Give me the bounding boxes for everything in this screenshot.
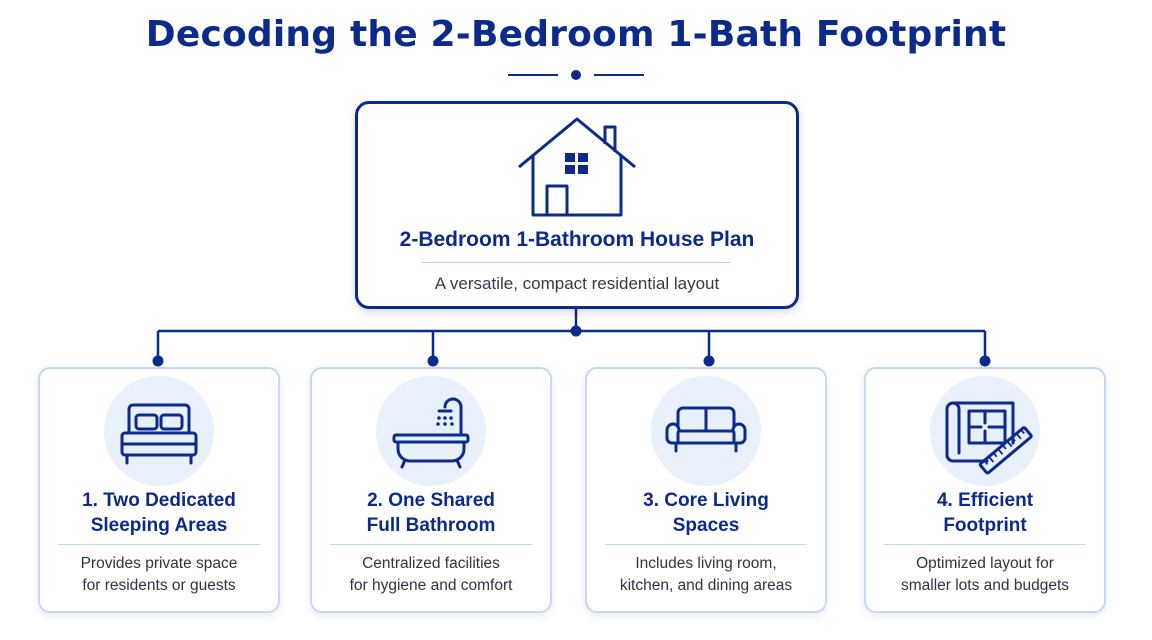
card-description: Includes living room, kitchen, and dinin…: [619, 555, 793, 594]
card-title: 2. One Shared Full Bathroom: [366, 490, 496, 536]
card-divider: [605, 544, 807, 545]
card-title: 1. Two Dedicated Sleeping Areas: [82, 490, 236, 536]
icon-circle: [376, 376, 486, 486]
page-title: Decoding the 2-Bedroom 1-Bath Footprint: [145, 14, 1007, 55]
card-living-spaces: 3. Core Living Spaces Includes living ro…: [585, 367, 827, 613]
card-full-bathroom: 2. One Shared Full Bathroom Centralized …: [310, 367, 552, 613]
card-efficient-footprint: 4. Efficient Footprint Optimized layout …: [864, 367, 1106, 613]
card-title: 3. Core Living Spaces: [643, 490, 769, 536]
main-concept-box: 2-Bedroom 1-Bathroom House Plan A versat…: [355, 101, 799, 309]
main-title: 2-Bedroom 1-Bathroom House Plan: [399, 228, 755, 251]
icon-circle: [104, 376, 214, 486]
card-sleeping-areas: 1. Two Dedicated Sleeping Areas Provides…: [38, 367, 280, 613]
title-divider: [508, 70, 644, 80]
bathtub-icon: [392, 397, 470, 469]
card-divider: [330, 544, 532, 545]
main-divider: [422, 262, 730, 263]
card-title: 4. Efficient Footprint: [936, 490, 1034, 536]
card-divider: [58, 544, 260, 545]
card-description: Optimized layout for smaller lots and bu…: [900, 555, 1069, 594]
blueprint-ruler-icon: [945, 401, 1033, 475]
bed-icon: [120, 403, 198, 465]
card-divider: [884, 544, 1086, 545]
main-subtitle: A versatile, compact residential layout: [434, 274, 720, 293]
sofa-icon: [665, 406, 747, 453]
card-description: Provides private space for residents or …: [80, 555, 238, 594]
card-description: Centralized facilities for hygiene and c…: [349, 555, 513, 594]
house-icon: [518, 117, 636, 217]
